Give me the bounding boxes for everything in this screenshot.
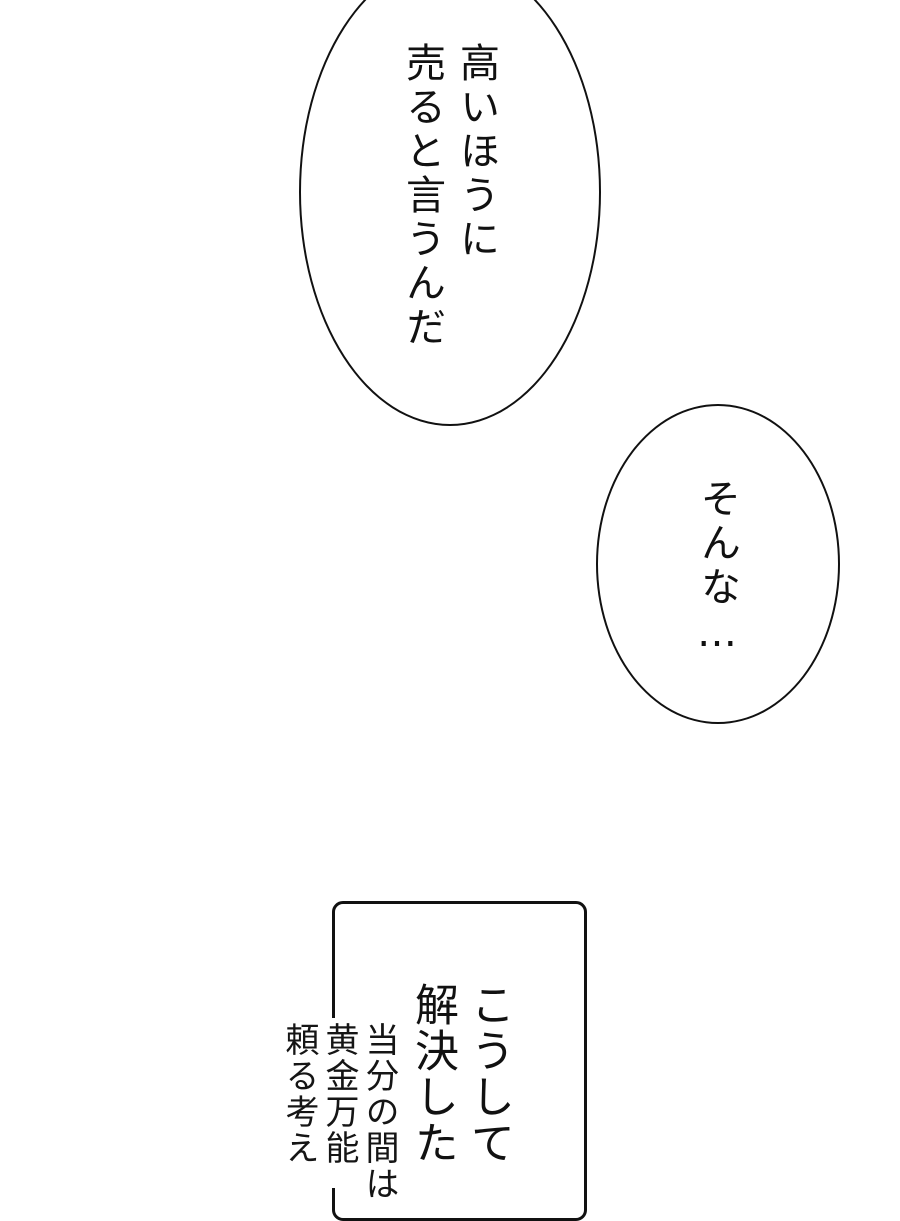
balloon-1-line-2: 売ると言うんだ: [399, 42, 445, 350]
caption-line-2: 解決した: [407, 982, 458, 1166]
balloon-2-line-1: そんな…: [694, 478, 740, 660]
handwritten-line-1: 当分の間は: [359, 1022, 399, 1202]
caption-line-1: こうして: [463, 982, 514, 1166]
speech-balloon-1: [299, 0, 601, 426]
handwritten-line-3: 頼る考え: [279, 1022, 319, 1166]
balloon-1-line-1: 高いほうに: [453, 42, 499, 262]
speech-balloon-2: [596, 404, 840, 724]
handwritten-line-2: 黄金万能: [319, 1022, 359, 1166]
handwritten-note-area: [280, 1018, 404, 1188]
